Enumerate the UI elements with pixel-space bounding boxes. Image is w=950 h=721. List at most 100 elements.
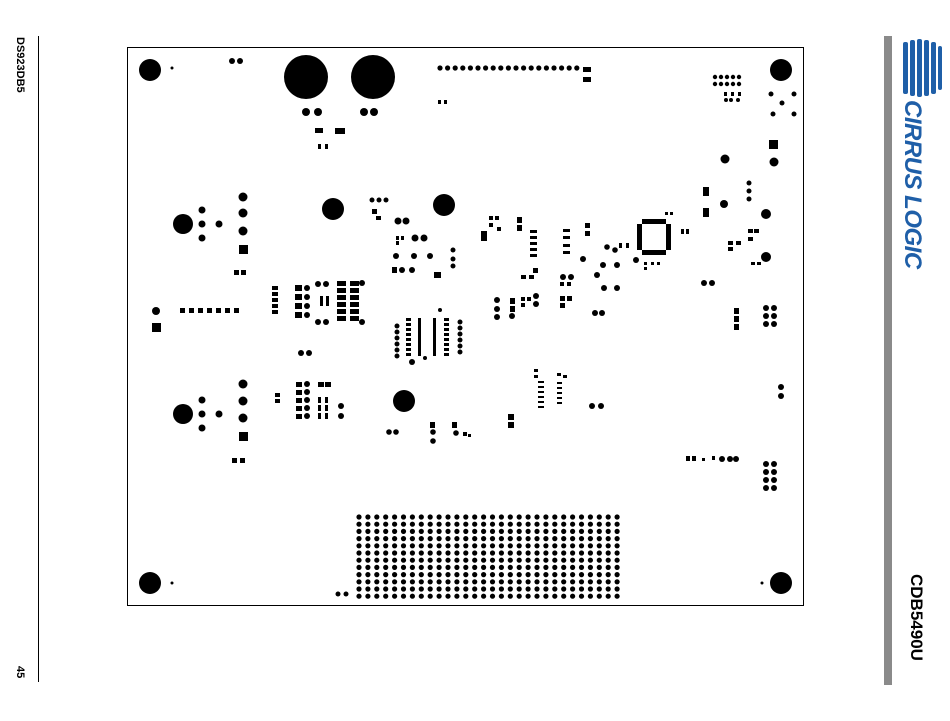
pad bbox=[306, 350, 312, 356]
pad bbox=[771, 313, 777, 319]
pad bbox=[763, 461, 769, 467]
pad bbox=[495, 216, 499, 220]
pad bbox=[229, 58, 235, 64]
pad bbox=[377, 198, 382, 203]
pad bbox=[738, 92, 741, 96]
pad bbox=[594, 272, 600, 278]
pad bbox=[563, 236, 570, 239]
pad bbox=[763, 477, 769, 483]
pad bbox=[406, 328, 411, 331]
pad bbox=[728, 247, 733, 251]
bga-ball bbox=[437, 565, 442, 570]
bga-ball bbox=[392, 558, 397, 563]
bga-ball bbox=[606, 565, 611, 570]
bga-ball bbox=[401, 594, 406, 599]
pad bbox=[325, 413, 328, 419]
mounting-hole bbox=[770, 59, 792, 81]
pad bbox=[727, 456, 733, 462]
bga-ball bbox=[543, 522, 548, 527]
bga-ball bbox=[445, 522, 450, 527]
pad bbox=[567, 296, 572, 301]
bga-ball bbox=[561, 586, 566, 591]
bga-ball bbox=[570, 522, 575, 527]
bga-ball bbox=[428, 572, 433, 577]
bga-ball bbox=[365, 529, 370, 534]
bga-ball bbox=[597, 543, 602, 548]
pad bbox=[521, 303, 525, 307]
pad bbox=[189, 308, 194, 313]
pad bbox=[376, 216, 381, 220]
pad bbox=[359, 280, 365, 286]
pad bbox=[527, 297, 531, 301]
bga-ball bbox=[401, 514, 406, 519]
pad bbox=[406, 333, 411, 336]
bga-ball bbox=[445, 594, 450, 599]
pad bbox=[458, 344, 463, 349]
bga-ball bbox=[419, 543, 424, 548]
via bbox=[433, 194, 455, 216]
bga-ball bbox=[356, 586, 361, 591]
mounting-hole bbox=[139, 59, 161, 81]
pad bbox=[180, 308, 185, 313]
bga-ball bbox=[454, 536, 459, 541]
pad bbox=[272, 304, 278, 308]
bga-ball bbox=[383, 594, 388, 599]
pad bbox=[445, 65, 450, 70]
pad bbox=[396, 236, 399, 240]
pad bbox=[666, 224, 671, 250]
pad bbox=[395, 218, 402, 225]
pad bbox=[538, 391, 544, 393]
pad bbox=[792, 92, 797, 97]
bga-ball bbox=[552, 529, 557, 534]
bga-ball bbox=[463, 565, 468, 570]
pad bbox=[729, 98, 733, 102]
pad bbox=[491, 65, 496, 70]
bga-ball bbox=[543, 579, 548, 584]
pad bbox=[468, 434, 471, 437]
bga-ball bbox=[490, 536, 495, 541]
pad bbox=[731, 92, 734, 96]
bga-ball bbox=[383, 565, 388, 570]
pad bbox=[769, 92, 774, 97]
pad bbox=[444, 333, 449, 336]
bga-ball bbox=[561, 550, 566, 555]
pad bbox=[199, 411, 206, 418]
pad bbox=[780, 101, 785, 106]
pad bbox=[430, 422, 435, 428]
bga-ball bbox=[463, 586, 468, 591]
pad bbox=[338, 413, 344, 419]
bga-ball bbox=[588, 543, 593, 548]
bga-ball bbox=[428, 522, 433, 527]
pad bbox=[614, 262, 620, 268]
bga-ball bbox=[437, 586, 442, 591]
pad bbox=[475, 65, 480, 70]
pad bbox=[580, 256, 586, 262]
bga-ball bbox=[508, 565, 513, 570]
pad bbox=[409, 359, 415, 365]
pad bbox=[444, 318, 449, 321]
pad bbox=[458, 332, 463, 337]
bga-ball bbox=[356, 594, 361, 599]
pad bbox=[460, 65, 465, 70]
pad bbox=[318, 405, 321, 411]
pad bbox=[406, 343, 411, 346]
bga-ball bbox=[365, 522, 370, 527]
bga-ball bbox=[490, 514, 495, 519]
bga-ball bbox=[543, 572, 548, 577]
bga-ball bbox=[454, 550, 459, 555]
pad bbox=[642, 219, 666, 224]
bga-ball bbox=[552, 565, 557, 570]
pad bbox=[216, 308, 221, 313]
bga-ball bbox=[454, 558, 459, 563]
bga-ball bbox=[401, 579, 406, 584]
pad bbox=[337, 281, 346, 286]
bga-ball bbox=[454, 586, 459, 591]
pad bbox=[598, 403, 604, 409]
bga-ball bbox=[526, 514, 531, 519]
bga-ball bbox=[517, 594, 522, 599]
pad bbox=[384, 198, 389, 203]
bga-ball bbox=[517, 586, 522, 591]
pad bbox=[468, 65, 473, 70]
bga-ball bbox=[490, 543, 495, 548]
pad bbox=[538, 386, 544, 388]
